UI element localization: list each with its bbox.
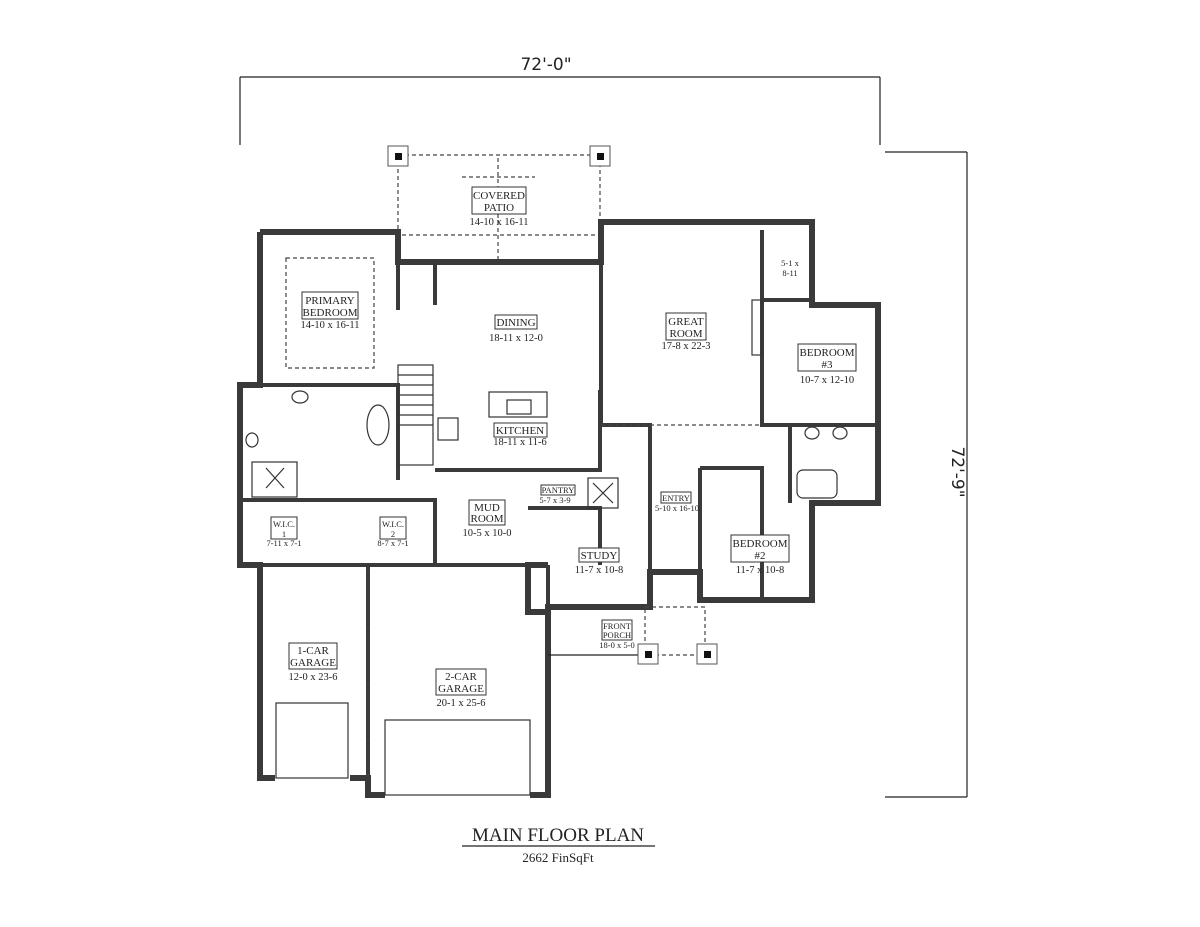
svg-text:GARAGE: GARAGE: [290, 657, 336, 669]
svg-text:5-7 x 3-9: 5-7 x 3-9: [539, 495, 570, 505]
bathtub-icon: [366, 404, 390, 446]
room-primary-bedroom: PRIMARY BEDROOM 14-10 x 16-11: [300, 291, 360, 331]
svg-text:PANTRY: PANTRY: [542, 485, 575, 495]
room-great-room: GREAT ROOM 17-8 x 22-3: [662, 312, 711, 352]
svg-text:18-11 x 11-6: 18-11 x 11-6: [493, 437, 546, 448]
svg-text:2: 2: [391, 529, 395, 539]
svg-text:10-7 x 12-10: 10-7 x 12-10: [800, 375, 854, 386]
room-covered-patio: COVERED PATIO 14-10 x 16-11: [469, 186, 529, 228]
svg-text:DINING: DINING: [496, 317, 535, 329]
svg-text:STUDY: STUDY: [581, 550, 618, 562]
svg-text:#2: #2: [755, 550, 766, 562]
room-dining: DINING 18-11 x 12-0: [489, 314, 543, 344]
svg-text:W.I.C.: W.I.C.: [382, 519, 404, 529]
room-entry: ENTRY 5-10 x 16-10: [655, 491, 699, 513]
fixtures: [245, 299, 848, 796]
svg-text:ROOM: ROOM: [669, 328, 702, 340]
svg-text:ENTRY: ENTRY: [662, 493, 690, 503]
svg-text:17-8 x 22-3: 17-8 x 22-3: [662, 341, 711, 352]
svg-text:8-7 x 7-1: 8-7 x 7-1: [377, 538, 408, 548]
svg-text:12-0 x 23-6: 12-0 x 23-6: [289, 672, 338, 683]
svg-text:W.I.C.: W.I.C.: [273, 519, 295, 529]
svg-text:8-11: 8-11: [782, 268, 797, 278]
svg-text:20-1 x 25-6: 20-1 x 25-6: [437, 698, 486, 709]
room-mud-room: MUD ROOM 10-5 x 10-0: [463, 499, 512, 539]
room-pantry: PANTRY 5-7 x 3-9: [539, 484, 576, 505]
depth-dimension: 72'-9": [885, 151, 968, 798]
svg-text:14-10 x 16-11: 14-10 x 16-11: [300, 320, 359, 331]
room-wic2: W.I.C. 2 8-7 x 7-1: [377, 516, 409, 548]
cooktop-icon: [437, 417, 459, 441]
svg-text:14-10 x 16-11: 14-10 x 16-11: [469, 217, 528, 228]
plan-title: MAIN FLOOR PLAN: [472, 825, 644, 846]
plan-subtitle: 2662 FinSqFt: [522, 850, 594, 865]
room-kitchen: KITCHEN 18-11 x 11-6: [493, 422, 548, 448]
room-closet-bedroom3: 5-1 x 8-11: [781, 258, 799, 278]
width-dimension-label: 72'-0": [520, 55, 571, 75]
depth-dimension-label: 72'-9": [947, 446, 967, 497]
svg-text:5-1 x: 5-1 x: [781, 258, 799, 268]
svg-text:5-10 x 16-10: 5-10 x 16-10: [655, 503, 699, 513]
svg-text:ROOM: ROOM: [470, 513, 503, 525]
room-bedroom3: BEDROOM #3 10-7 x 12-10: [797, 343, 857, 386]
svg-text:18-11 x 12-0: 18-11 x 12-0: [489, 333, 543, 344]
svg-text:7-11 x 7-1: 7-11 x 7-1: [266, 538, 301, 548]
svg-text:1-CAR: 1-CAR: [297, 645, 329, 657]
svg-text:BEDROOM: BEDROOM: [799, 347, 854, 359]
fireplace-icon: [751, 299, 763, 356]
svg-text:11-7 x 10-8: 11-7 x 10-8: [736, 565, 785, 576]
svg-text:KITCHEN: KITCHEN: [496, 425, 544, 437]
svg-text:1: 1: [282, 529, 286, 539]
room-wic1: W.I.C. 1 7-11 x 7-1: [266, 516, 302, 548]
svg-text:BEDROOM: BEDROOM: [732, 538, 787, 550]
interior-walls: [240, 230, 878, 778]
room-2-car-garage: 2-CAR GARAGE 20-1 x 25-6: [435, 668, 487, 709]
svg-text:2-CAR: 2-CAR: [445, 671, 477, 683]
room-study: STUDY 11-7 x 10-8: [575, 547, 624, 576]
room-bedroom2: BEDROOM #2 11-7 x 10-8: [730, 534, 790, 576]
room-1-car-garage: 1-CAR GARAGE 12-0 x 23-6: [288, 642, 338, 683]
svg-text:GARAGE: GARAGE: [438, 683, 484, 695]
sink-icon: [506, 399, 532, 415]
svg-text:18-0 x 5-0: 18-0 x 5-0: [599, 640, 634, 650]
svg-text:MUD: MUD: [474, 502, 500, 514]
svg-text:FRONT: FRONT: [603, 621, 632, 631]
room-front-porch: FRONT PORCH 18-0 x 5-0: [599, 619, 635, 650]
svg-text:GREAT: GREAT: [668, 316, 704, 328]
svg-text:BEDROOM: BEDROOM: [302, 307, 357, 319]
bathtub-icon: [796, 469, 838, 499]
svg-text:PORCH: PORCH: [603, 630, 631, 640]
svg-text:PRIMARY: PRIMARY: [305, 295, 355, 307]
covered-patio-structure: [387, 145, 611, 260]
svg-text:11-7 x 10-8: 11-7 x 10-8: [575, 565, 624, 576]
kitchen-island: [488, 391, 548, 418]
front-porch-structure: [548, 606, 718, 665]
svg-text:COVERED: COVERED: [473, 190, 525, 202]
svg-text:PATIO: PATIO: [484, 202, 514, 214]
svg-text:10-5 x 10-0: 10-5 x 10-0: [463, 528, 512, 539]
svg-text:#3: #3: [822, 359, 834, 371]
width-dimension: 72'-0": [239, 55, 881, 145]
